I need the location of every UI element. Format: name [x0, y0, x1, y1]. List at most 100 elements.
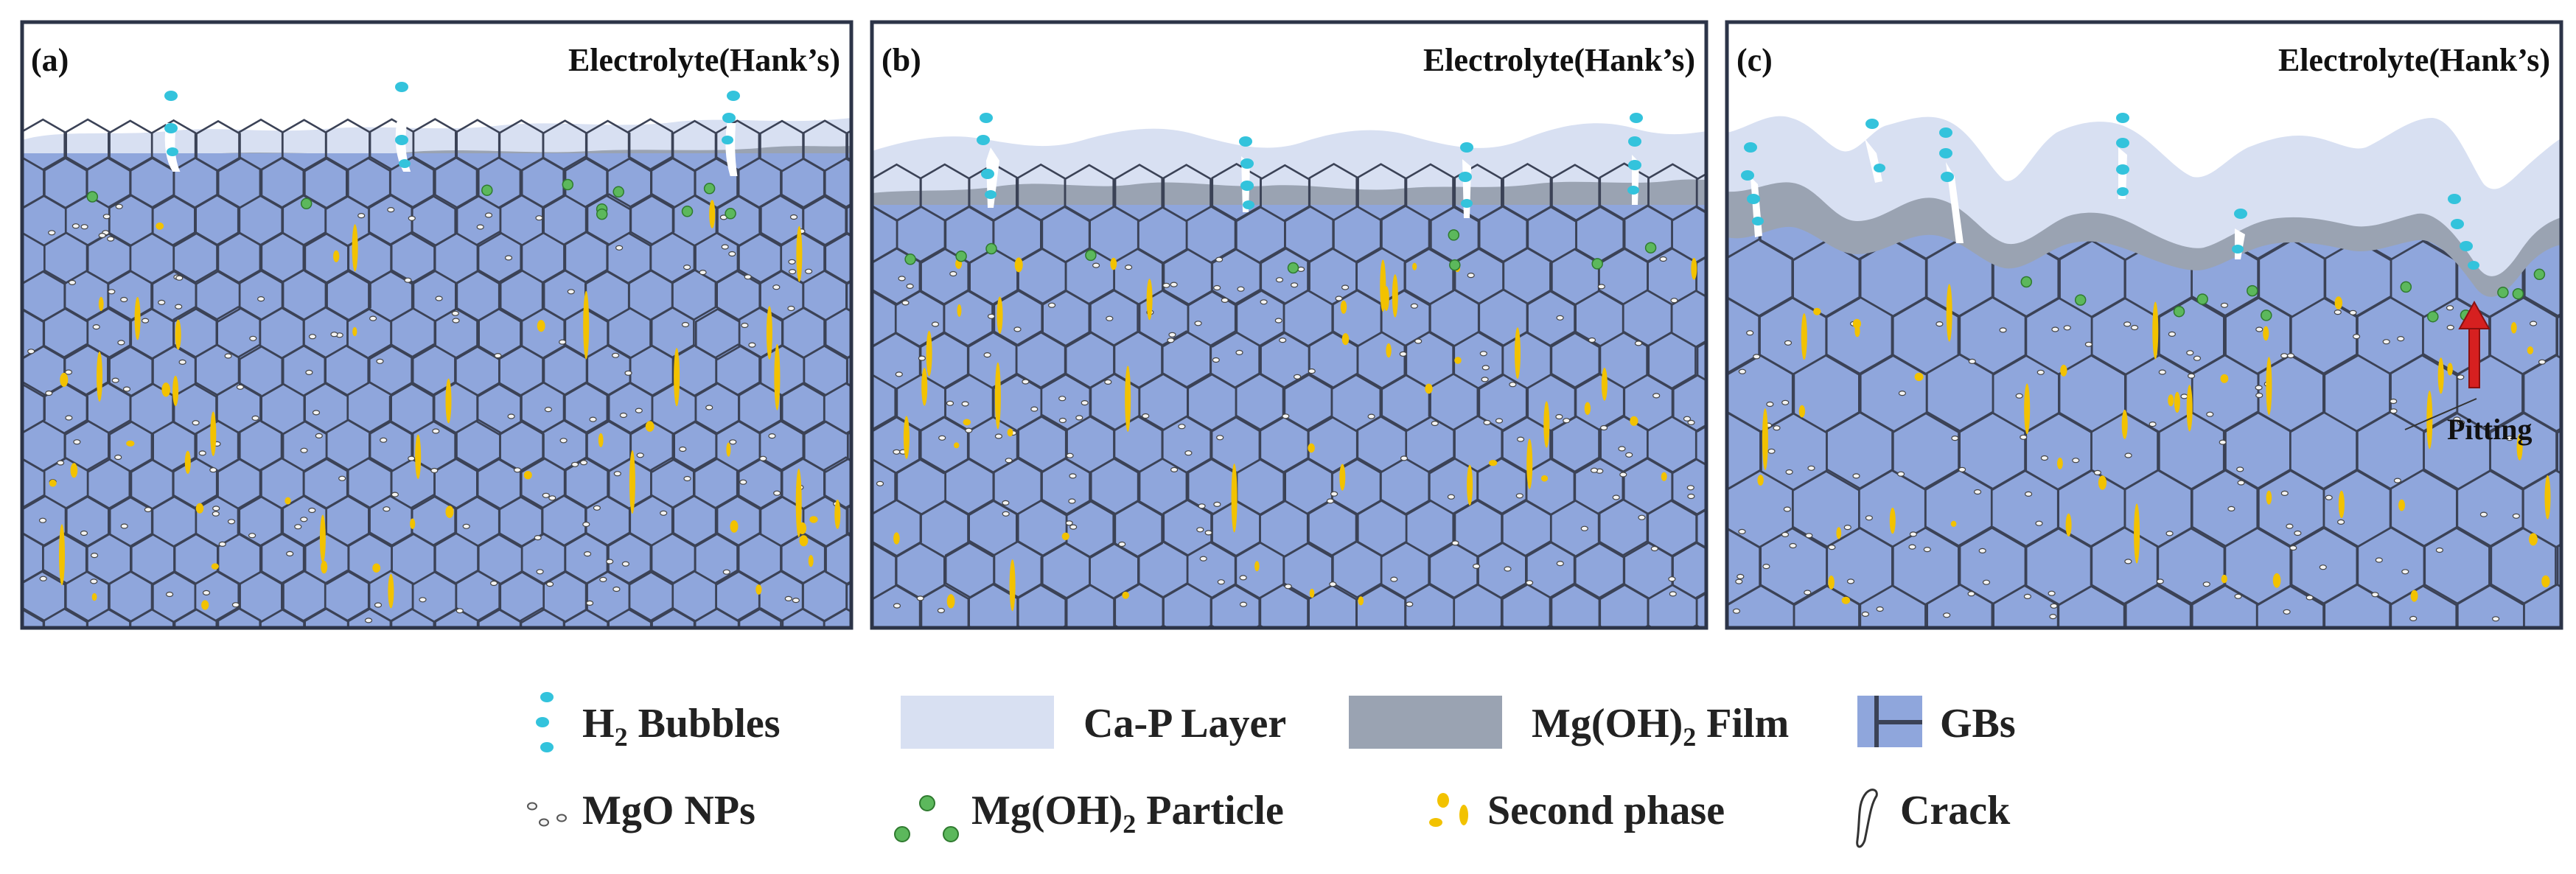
second-phase — [184, 450, 191, 475]
mgo-np — [2371, 592, 2379, 598]
grain-boundary — [2092, 642, 2158, 719]
mgo-np — [1284, 584, 1292, 590]
mgo-np — [739, 479, 747, 485]
mgo-np — [315, 433, 323, 439]
legend-gbs-label: GBs — [1940, 701, 2016, 747]
second-phase — [372, 563, 381, 573]
grain-boundary — [2224, 642, 2291, 719]
legend: H2 Bubbles Ca-P Layer Mg(OH)2 Film GBs M… — [527, 692, 2016, 848]
mgo-np — [251, 415, 259, 422]
mgo-np — [788, 259, 796, 265]
mgo-np — [2255, 385, 2263, 391]
second-phase — [2186, 385, 2193, 432]
mgo-np — [1335, 296, 1343, 301]
mgo-np — [1936, 321, 1944, 327]
grain-boundary — [823, 607, 851, 628]
grain-boundary — [918, 626, 926, 628]
grain-boundary — [846, 646, 890, 696]
mgo-np — [2051, 326, 2059, 332]
h2-bubble — [1240, 181, 1254, 191]
mgo-np — [1861, 611, 1869, 618]
panel-a-electrolyte-label: Electrolyte(Hank’s) — [568, 42, 840, 78]
mgo-np — [1783, 506, 1791, 512]
mgo-np — [1329, 581, 1337, 587]
grain-boundary — [86, 306, 133, 359]
pitting-arrow — [2404, 300, 2491, 430]
h2-bubble — [980, 113, 993, 123]
grain-boundary — [0, 647, 23, 697]
grain-boundary — [457, 646, 500, 696]
mgo-np — [2186, 350, 2194, 356]
second-phase — [2065, 513, 2072, 537]
grain-boundary — [0, 308, 1, 358]
grain-boundary — [519, 606, 565, 628]
grain-boundary — [799, 626, 848, 682]
second-phase — [388, 573, 394, 609]
mgo-np — [542, 492, 550, 498]
second-phase — [60, 372, 69, 387]
mgo-np — [2375, 557, 2383, 563]
panel-c: (c) Electrolyte(Hank’s) Pitting — [1725, 20, 2563, 719]
grain-boundary — [1722, 626, 1770, 682]
bubble-stream — [2448, 194, 2479, 270]
second-phase — [156, 222, 164, 230]
crack — [164, 123, 181, 172]
second-phase — [2220, 374, 2229, 383]
mgo-np — [1846, 578, 1855, 584]
second-phase — [809, 516, 818, 523]
grain-boundary — [872, 458, 896, 515]
grain-boundary — [0, 458, 1, 508]
grain-boundary — [845, 279, 851, 312]
second-phase — [1950, 520, 1957, 528]
mgo-np — [249, 335, 257, 341]
second-phase — [1110, 257, 1117, 270]
grain-boundary — [1549, 330, 1601, 389]
second-phase — [1231, 464, 1238, 533]
panel-b-bubbles — [977, 113, 1643, 218]
second-phase — [126, 440, 135, 447]
mgo-np — [404, 277, 412, 283]
mgo-np — [1967, 591, 1975, 597]
mgoh2-particle — [2512, 287, 2524, 300]
mgo-np — [1239, 601, 1248, 607]
mgoh2-particle — [1448, 229, 1460, 241]
legend-crack: Crack — [1856, 788, 2011, 848]
second-phase — [537, 320, 545, 332]
second-phase — [766, 306, 772, 360]
grain-boundary — [500, 646, 544, 696]
mgo-np — [115, 203, 123, 209]
grain-boundary — [627, 118, 674, 171]
second-phase — [2221, 574, 2227, 584]
mgo-np — [1687, 419, 1695, 426]
mgo-np — [558, 339, 567, 345]
mgo-np — [338, 475, 346, 481]
mgo-np — [1326, 498, 1335, 504]
bubble-stream — [1239, 136, 1254, 212]
mgo-np — [946, 400, 954, 406]
mgo-np — [2492, 616, 2500, 622]
mgo-np — [1447, 494, 1456, 500]
mgo-np — [1781, 531, 1790, 538]
grain-boundary — [282, 646, 325, 696]
legend-gbs: GBs — [1857, 696, 2016, 747]
mgo-np — [1638, 514, 1646, 520]
mgo-np — [430, 467, 439, 474]
grain-boundary — [846, 504, 851, 536]
legend-mgoh2-film-label: Mg(OH)2 Film — [1532, 701, 1789, 752]
mgo-np — [102, 214, 111, 220]
mgo-np — [583, 550, 592, 557]
mgo-np — [728, 251, 736, 257]
mgo-np — [681, 321, 690, 328]
mgo-np — [1162, 282, 1170, 288]
grain-boundary — [1695, 508, 1706, 549]
h2-bubble — [2234, 209, 2247, 219]
second-phase — [774, 343, 781, 410]
mgo-np — [374, 602, 383, 608]
mgo-np — [741, 322, 749, 329]
mgo-np — [983, 352, 991, 358]
mgo-np — [1600, 424, 1608, 431]
second-phase — [2168, 394, 2174, 407]
grain-boundary — [2523, 583, 2561, 628]
grain-boundary — [2189, 583, 2258, 628]
mgoh2-particle — [2400, 281, 2412, 293]
